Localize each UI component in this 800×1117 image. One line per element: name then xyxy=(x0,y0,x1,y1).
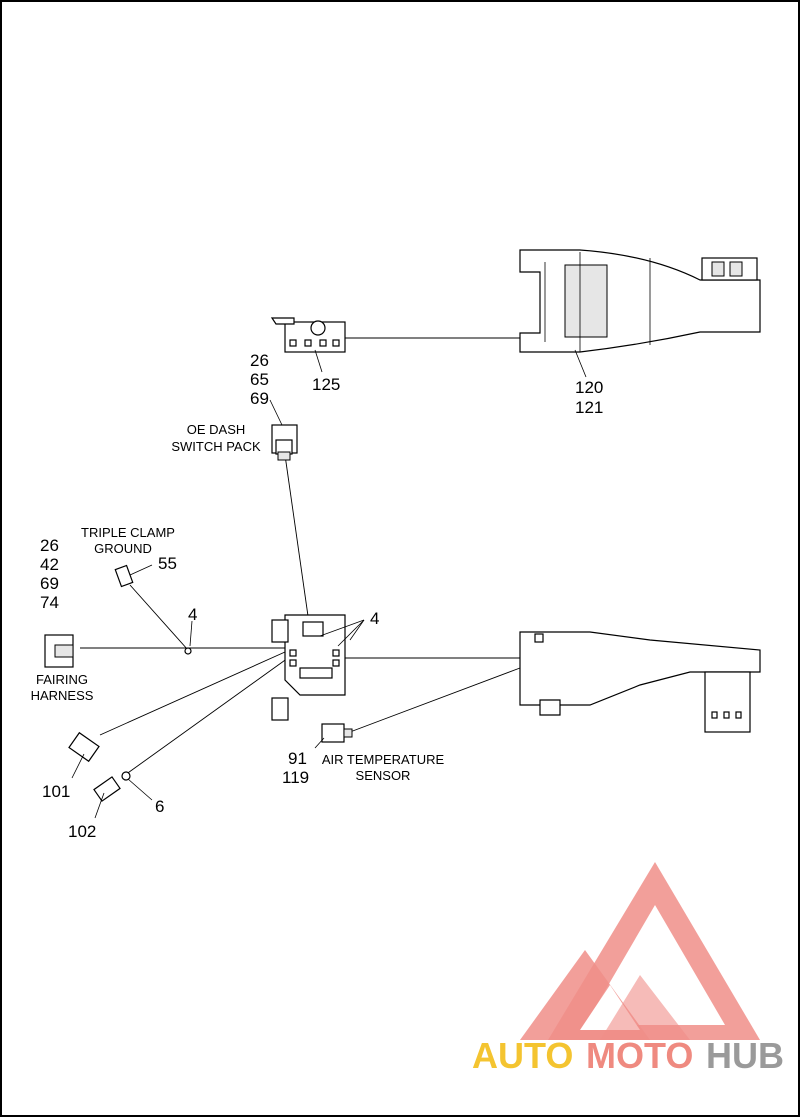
callout-6: 6 xyxy=(155,797,164,816)
oe-dash-connector xyxy=(271,424,298,461)
watermark-moto: MOTO xyxy=(586,1035,693,1076)
callout-42: 42 xyxy=(40,555,59,574)
air-temperature-sensor xyxy=(321,723,353,743)
callout-121: 121 xyxy=(575,398,603,417)
bottom-channel xyxy=(519,631,761,733)
fairing-harness-connector xyxy=(44,634,74,668)
callout-91: 91 xyxy=(288,749,307,768)
ring-terminal-4 xyxy=(184,647,192,655)
callout-119: 119 xyxy=(282,768,309,787)
watermark-hub: HUB xyxy=(706,1035,784,1076)
callout-4-b: 4 xyxy=(370,609,379,628)
caption-fairing: FAIRING xyxy=(36,672,88,687)
caption-ground: GROUND xyxy=(94,541,152,556)
callout-65: 65 xyxy=(250,370,269,389)
callout-69-b: 69 xyxy=(40,574,59,593)
callout-74: 74 xyxy=(40,593,59,612)
caption-triple-clamp: TRIPLE CLAMP xyxy=(81,525,175,540)
caption-switch-pack: SWITCH PACK xyxy=(171,439,261,454)
callout-26-a: 26 xyxy=(250,351,269,370)
watermark-auto: AUTO xyxy=(472,1035,573,1076)
connector-102 xyxy=(93,771,131,802)
top-bracket-125 xyxy=(270,317,346,353)
callout-26-b: 26 xyxy=(40,536,59,555)
caption-air-temperature: AIR TEMPERATURE xyxy=(322,752,445,767)
callout-120: 120 xyxy=(575,378,603,397)
caption-oe-dash: OE DASH xyxy=(187,422,246,437)
callout-101: 101 xyxy=(42,782,70,801)
caption-sensor: SENSOR xyxy=(356,768,411,783)
caption-harness: HARNESS xyxy=(31,688,94,703)
callout-55: 55 xyxy=(158,554,177,573)
center-bracket xyxy=(271,614,346,721)
leader-lines xyxy=(71,349,587,819)
callouts: 125 120 121 26 65 69 26 42 69 74 55 4 4 … xyxy=(40,351,603,841)
callout-102: 102 xyxy=(68,822,96,841)
captions: OE DASH SWITCH PACK TRIPLE CLAMP GROUND … xyxy=(31,422,445,783)
top-channel-120-121 xyxy=(519,249,761,353)
triple-clamp-ground-terminal xyxy=(114,564,134,588)
callout-125: 125 xyxy=(312,375,340,394)
watermark-text: AUTO MOTO HUB xyxy=(472,1035,784,1076)
connector-101 xyxy=(68,731,100,763)
callout-4-a: 4 xyxy=(188,605,197,624)
automotohub-logo xyxy=(520,862,760,1040)
callout-69-a: 69 xyxy=(250,389,269,408)
wires xyxy=(80,337,521,776)
